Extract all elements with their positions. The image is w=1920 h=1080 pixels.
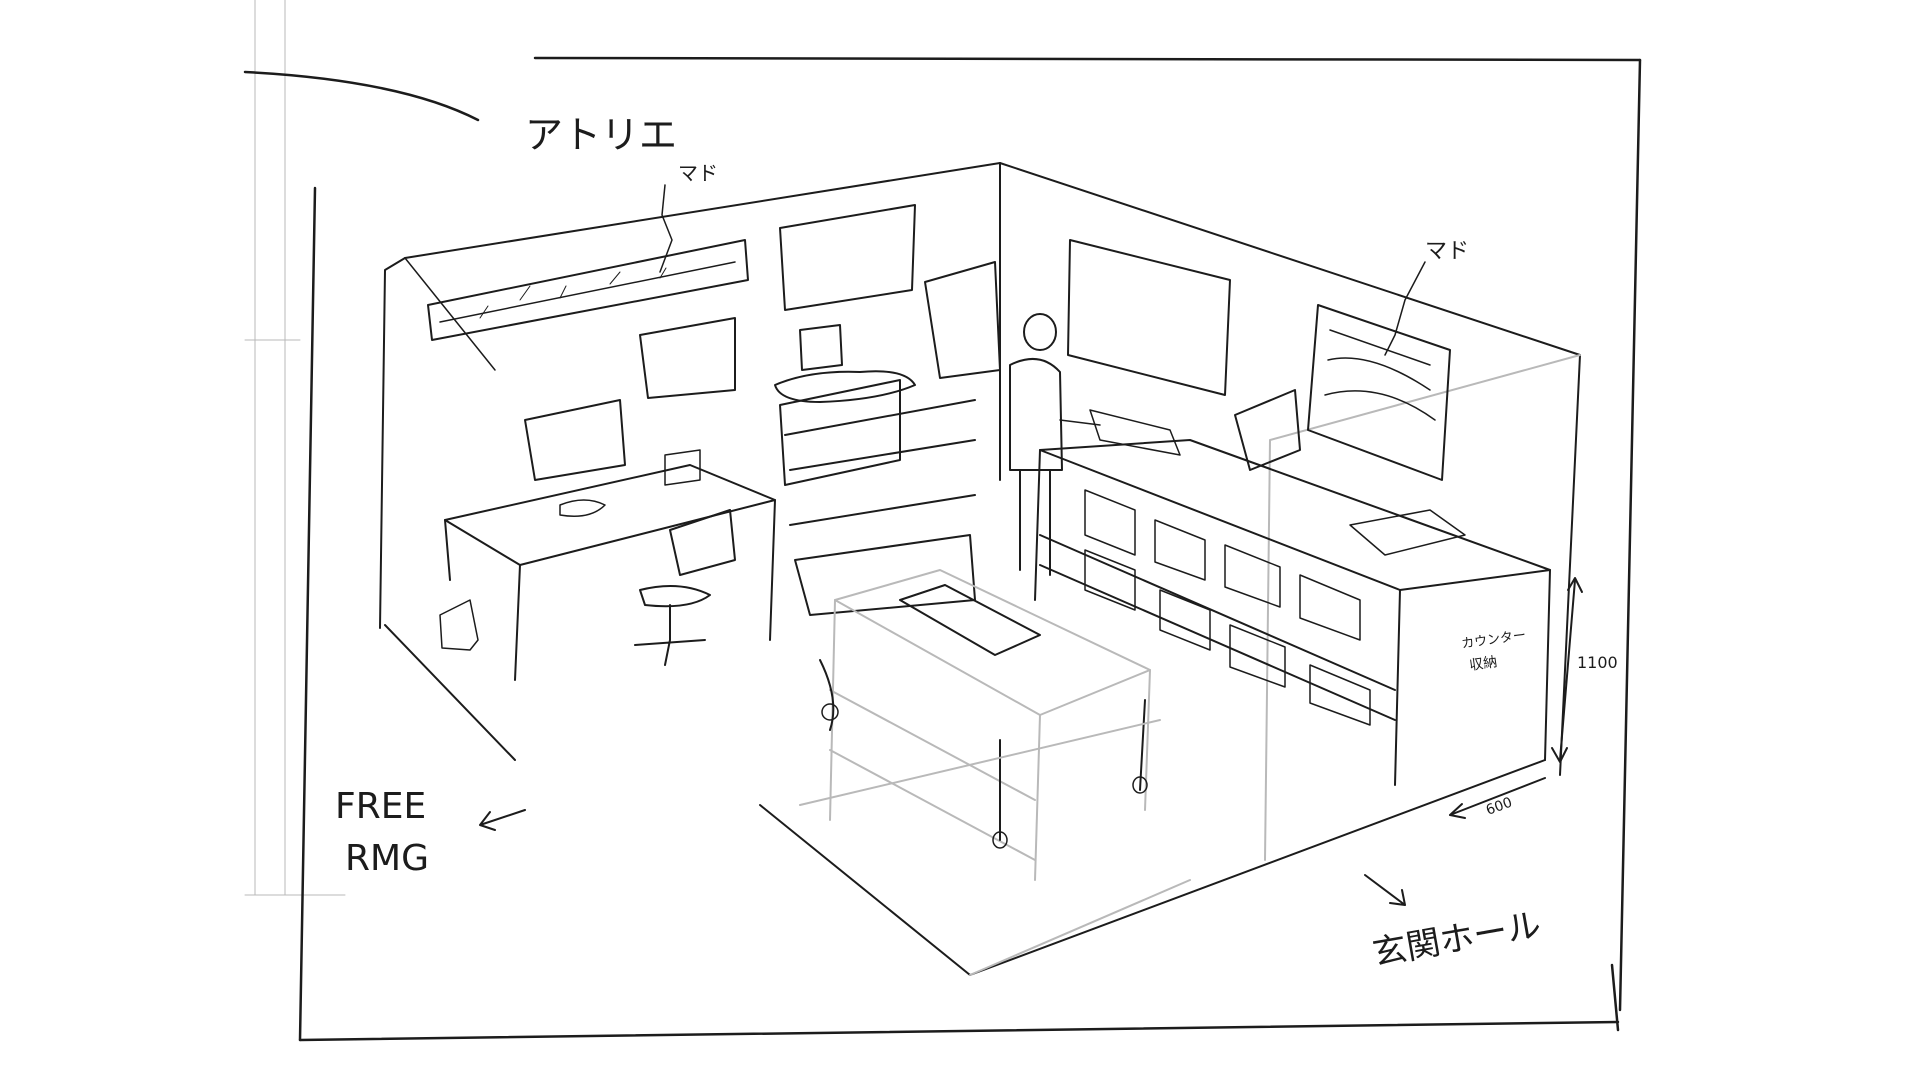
window-label-left: マド [678,161,718,185]
left-chair [634,509,736,666]
left-desk [439,399,776,681]
room-walls [379,162,1581,976]
free-room-label-line1: FREE [335,786,426,827]
standing-person [1009,313,1101,576]
center-cart [799,569,1191,976]
counter-label-line2: 収納 [1468,654,1498,674]
entrance-arrow [1364,874,1406,906]
room-label: アトリエ [525,113,677,157]
sheet-frame [243,56,1642,1042]
free-room-arrow [479,809,526,831]
height-dimension-label: 1100 [1577,653,1618,672]
depth-dimension-label: 600 [1484,795,1515,819]
right-counter [1034,389,1551,786]
entrance-hall-label: 玄関ホール [1370,905,1544,974]
window-label-right: マド [1425,239,1469,264]
background-grid-lines [244,0,346,896]
back-wall-panels [639,204,1001,399]
height-dimension-line [1551,577,1583,763]
right-window [1307,261,1451,481]
middle-shelving [774,370,976,616]
counter-label-line1: カウンター [1460,628,1526,652]
left-window [427,184,749,341]
free-room-label-line2: RMG [345,838,429,879]
right-wall-screen [1067,239,1231,396]
depth-dimension-line [1449,777,1546,819]
